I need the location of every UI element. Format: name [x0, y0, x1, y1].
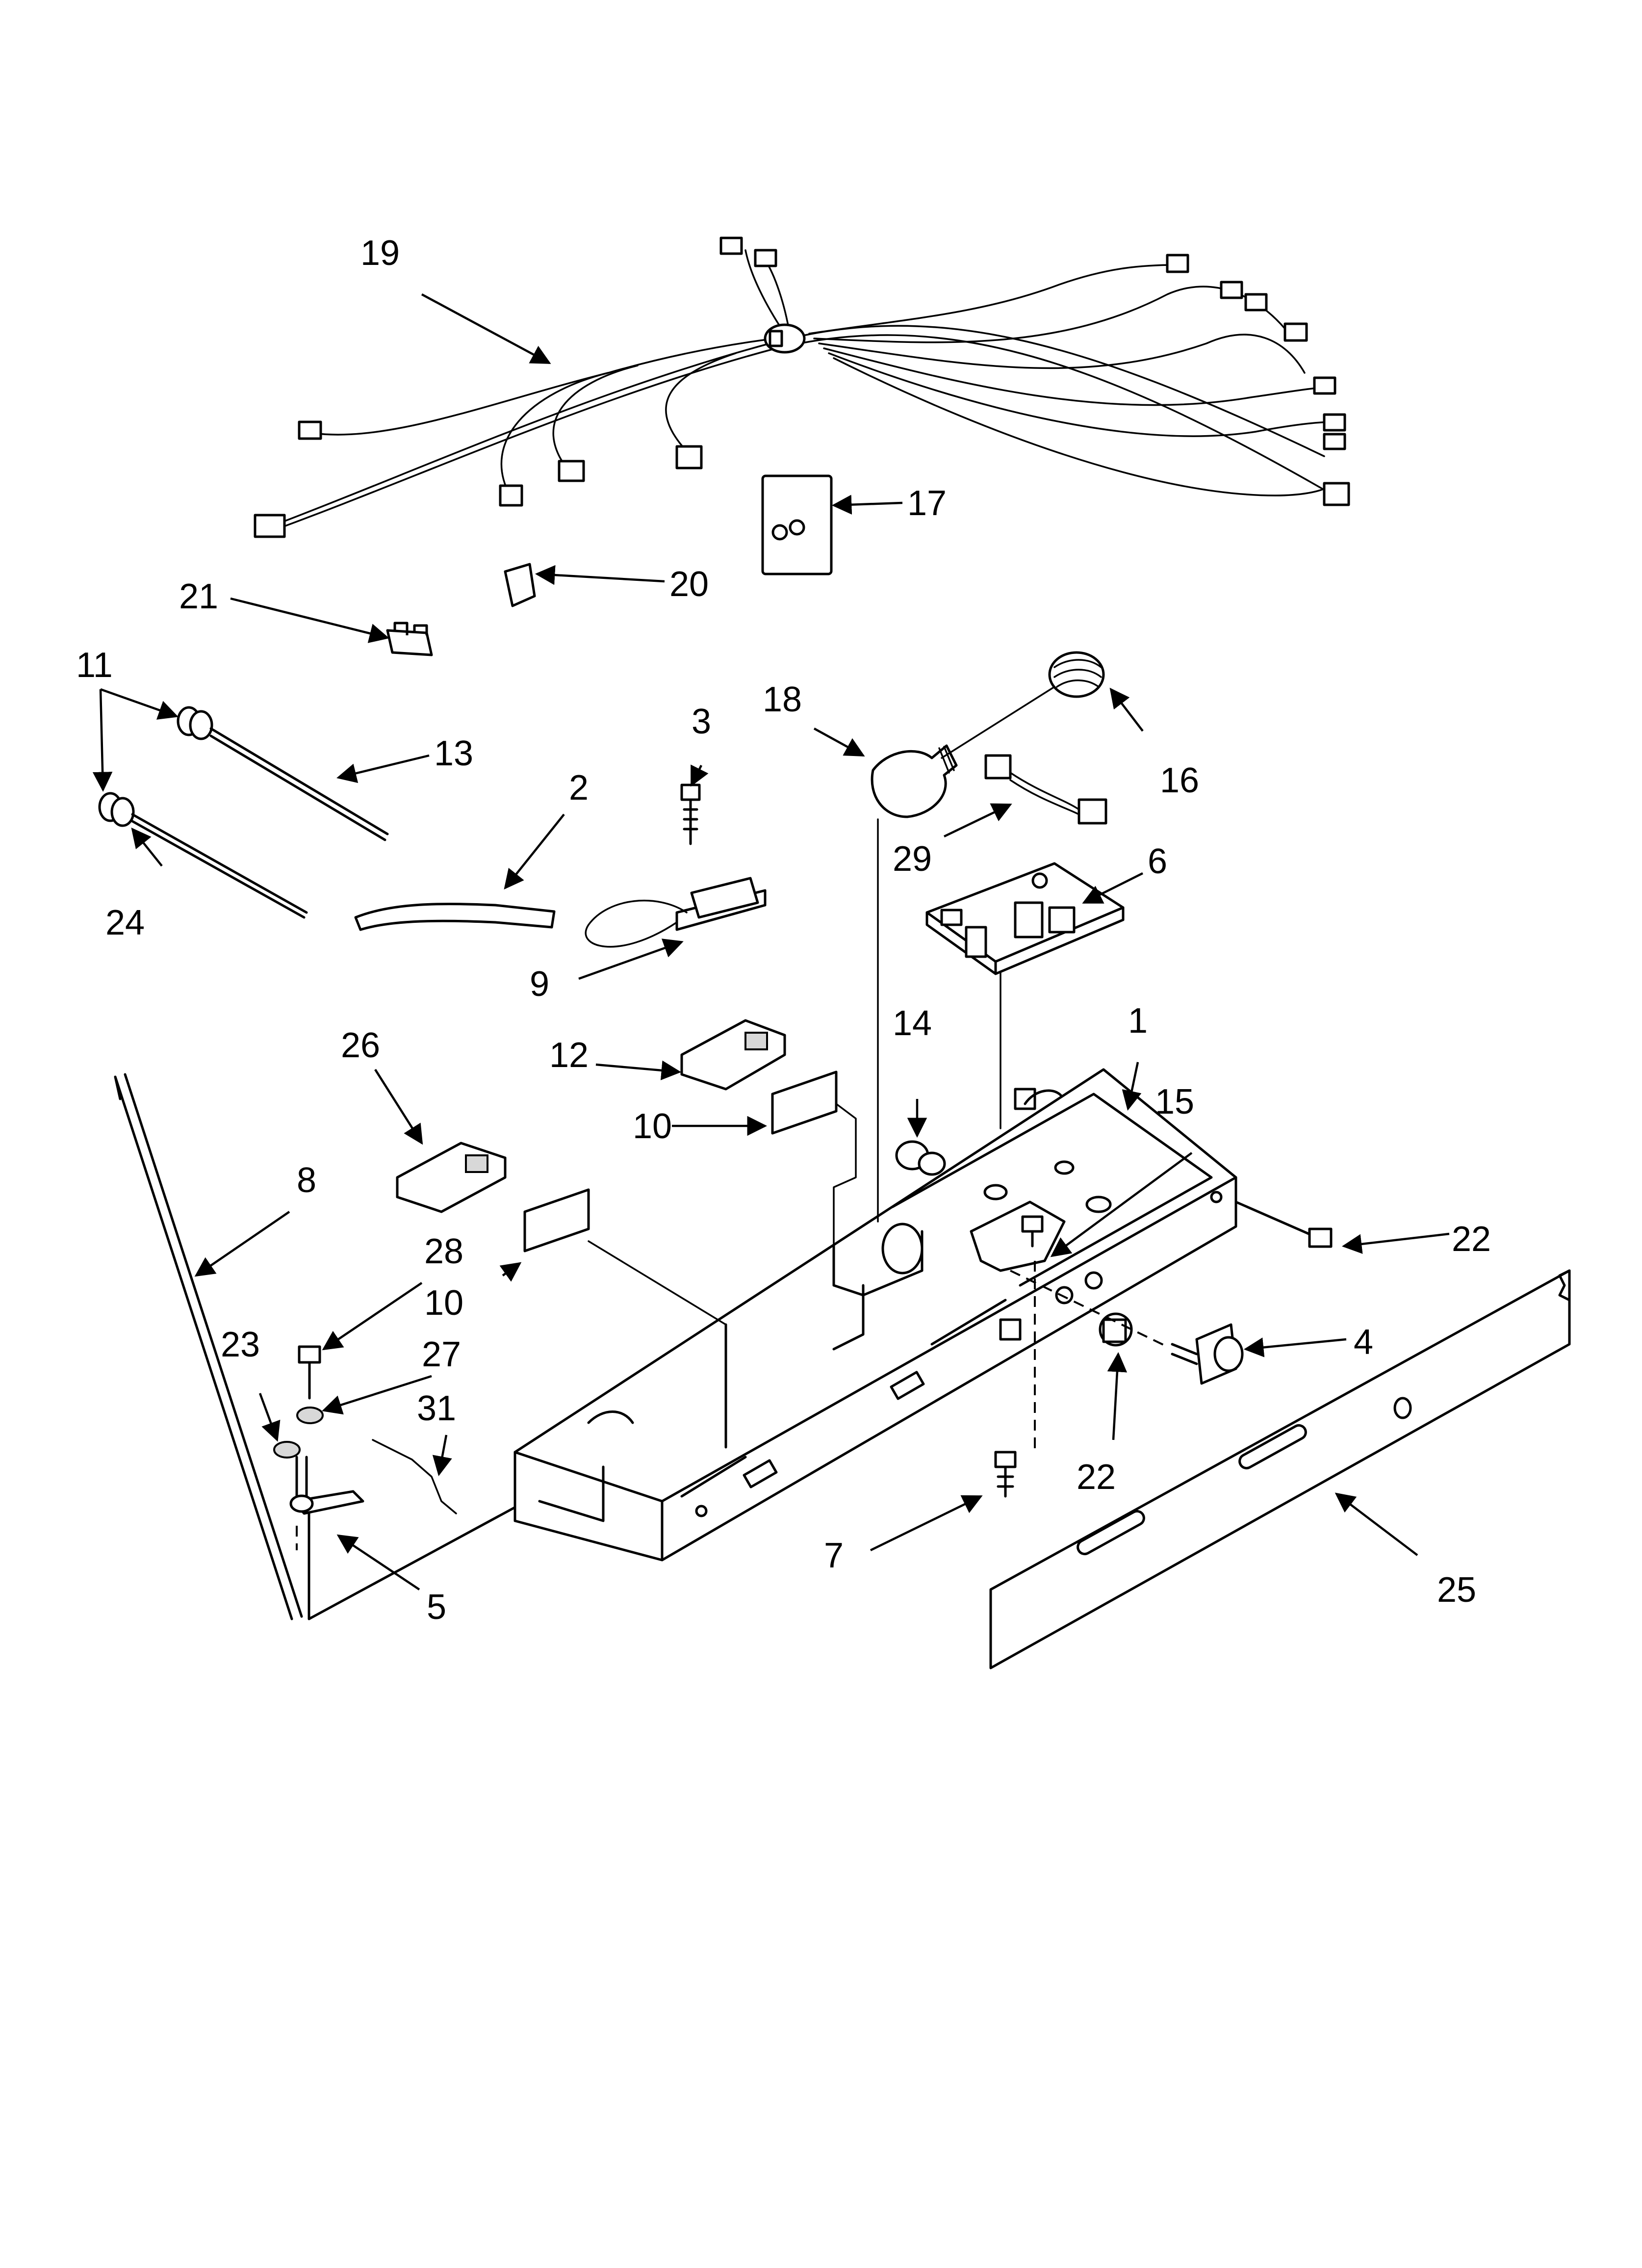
callout-28: 27 [422, 1335, 461, 1374]
control-switch [1010, 1270, 1244, 1385]
wire-connector [984, 754, 1107, 825]
tube [354, 903, 556, 931]
bracket-lower [396, 1142, 507, 1213]
callout-8: 8 [297, 1161, 316, 1200]
clip [504, 563, 536, 607]
callout-13: 22 [1452, 1220, 1491, 1259]
bottom-screw [994, 1451, 1017, 1498]
reference-lines [296, 818, 1036, 1550]
callout-25: 25 [1437, 1570, 1476, 1610]
callout-arrows [92, 293, 1450, 1590]
socket [1048, 651, 1105, 698]
control-board [925, 862, 1125, 1129]
callout-31: 29 [893, 839, 932, 879]
callout-19: 18 [763, 680, 802, 719]
wire-harness [254, 236, 1350, 538]
callout-3: 3 [692, 702, 711, 741]
clamp [386, 622, 433, 656]
bulb [871, 686, 1055, 818]
callout-7: 7 [824, 1536, 844, 1575]
callout-32: 31 [417, 1389, 456, 1428]
bracket-upper [680, 1019, 786, 1091]
callout-6: 6 [1148, 842, 1167, 881]
callout-29: 28 [424, 1232, 463, 1271]
callout-12: 12 [549, 1036, 589, 1075]
callout-16: 15 [1155, 1082, 1194, 1121]
callout-17: 16 [1160, 761, 1199, 800]
callout-22: 21 [179, 577, 218, 616]
callout-15: 14 [893, 1004, 932, 1043]
control-housing [513, 1068, 1237, 1562]
label-upper [771, 1070, 838, 1135]
callout-18: 17 [907, 484, 947, 523]
callout-24: 23 [221, 1325, 260, 1364]
callout-2: 2 [569, 768, 589, 808]
callout-10-upper: 10 [633, 1107, 672, 1146]
callout-4: 4 [1354, 1323, 1373, 1362]
callout-1: 1 [1128, 1001, 1148, 1041]
callout-20: 19 [360, 234, 400, 273]
side-screw [1234, 1200, 1333, 1248]
callout-9: 9 [530, 965, 549, 1004]
callout-26: 24 [105, 903, 145, 942]
switch-assembly [585, 783, 767, 948]
callout-14: 13 [434, 734, 473, 773]
callout-21: 20 [669, 565, 709, 604]
label-lower [523, 1188, 590, 1252]
callout-5: 5 [427, 1588, 446, 1627]
tubes [98, 706, 389, 919]
housing-screw [1021, 1215, 1044, 1248]
spring [372, 1439, 457, 1514]
callout-labels: 19 17 20 21 11 13 24 2 3 9 18 16 29 6 12… [76, 234, 1491, 1627]
knob [1099, 1312, 1133, 1347]
gasket-plate [761, 474, 833, 575]
hinge-assembly [273, 1345, 546, 1620]
push-button [895, 1140, 946, 1176]
callout-27: 26 [341, 1026, 380, 1065]
front-panel [989, 1269, 1571, 1669]
rod [114, 1073, 303, 1620]
callout-11: 11 [76, 646, 113, 685]
callout-10-lower: 10 [424, 1283, 463, 1323]
callout-23: 22 [1077, 1458, 1116, 1497]
